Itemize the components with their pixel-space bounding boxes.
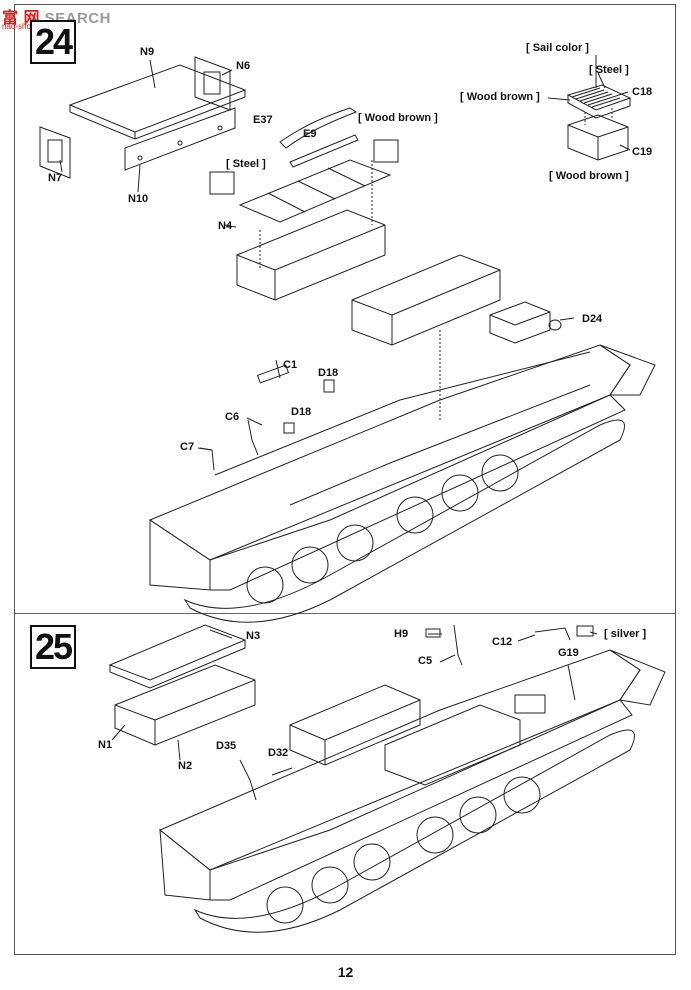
part-d18-upper: [323, 379, 335, 393]
step-24-number: 24: [30, 20, 76, 64]
part-c6: [247, 419, 259, 456]
hull-glacis: [599, 344, 656, 396]
road-wheel: [246, 566, 284, 604]
label-n9: N9: [140, 46, 155, 58]
detail-box-right: [373, 139, 399, 163]
part-d35: [239, 759, 257, 801]
box-n4-assembly: [209, 107, 399, 301]
road-wheel: [416, 816, 454, 854]
label-c7: C7: [180, 441, 195, 453]
stowage-box-right-25: [384, 704, 521, 786]
part-d18: [283, 422, 295, 434]
hull-deck: [148, 344, 631, 561]
part-c19-box: [567, 114, 629, 161]
label-n3: N3: [246, 630, 261, 642]
part-d24: [548, 319, 562, 331]
small-box-25: [514, 694, 546, 714]
road-wheel: [291, 546, 329, 584]
label-c18: C18: [632, 86, 653, 98]
part-c5: [453, 624, 463, 666]
label-n10: N10: [128, 193, 149, 205]
part-c12: [534, 627, 571, 641]
stowage-box-large: [351, 254, 501, 346]
box-n1-n3: [108, 624, 256, 761]
label-n1: N1: [98, 739, 113, 751]
part-e37: [279, 107, 358, 149]
label-d18-b: D18: [291, 406, 312, 418]
stowage-box-step25: [289, 684, 421, 766]
vehicle-hull-step25: [159, 624, 666, 933]
road-wheel: [481, 454, 519, 492]
label-c12: C12: [492, 636, 513, 648]
road-wheel: [266, 886, 304, 924]
part-c1: [256, 364, 290, 384]
road-wheel: [353, 843, 391, 881]
part-d32: [271, 767, 293, 776]
label-n2: N2: [178, 760, 193, 772]
detail-box-left: [209, 171, 235, 195]
road-wheel: [459, 796, 497, 834]
label-silver: [ silver ]: [604, 628, 647, 640]
box-c18-c19: [547, 55, 632, 161]
label-n7: N7: [48, 172, 63, 184]
part-n1-box: [114, 664, 256, 746]
label-d35: D35: [216, 740, 237, 752]
road-wheel: [311, 866, 349, 904]
part-n3-lid: [108, 624, 247, 681]
label-c1: C1: [283, 359, 298, 371]
hull-side-25: [209, 699, 633, 901]
hull-glacis-25: [609, 649, 666, 706]
step-25-number: 25: [30, 625, 76, 669]
part-h9: [425, 628, 441, 638]
page-number: 12: [337, 964, 354, 980]
label-wood-brown-1: [ Wood brown ]: [358, 112, 438, 124]
box-parts-n: [39, 56, 247, 193]
watermark-url: nao-shop.com: [2, 22, 53, 31]
label-c19: C19: [632, 146, 653, 158]
label-d24: D24: [582, 313, 603, 325]
step-divider: [14, 613, 676, 614]
label-n6: N6: [236, 60, 251, 72]
label-e37: E37: [253, 114, 273, 126]
label-steel-1: [ Steel ]: [226, 158, 266, 170]
part-n7-panel: [39, 126, 71, 179]
label-c6: C6: [225, 411, 240, 423]
hull-deck-25: [159, 649, 641, 871]
label-e9: E9: [303, 128, 317, 140]
label-h9: H9: [394, 628, 409, 640]
part-n10-side: [124, 107, 236, 171]
track-25: [193, 729, 635, 933]
part-c7: [199, 447, 215, 471]
hull-side: [209, 394, 626, 591]
hull-front-plate: [149, 519, 211, 591]
part-g19: [567, 664, 576, 701]
label-n4: N4: [218, 220, 233, 232]
label-d18-a: D18: [318, 367, 339, 379]
label-g19: G19: [558, 647, 579, 659]
road-wheel: [396, 496, 434, 534]
label-c5: C5: [418, 655, 433, 667]
part-n9-lid: [68, 64, 247, 133]
label-d32: D32: [268, 747, 289, 759]
box-small-d24: [489, 301, 551, 344]
page-frame: [14, 4, 676, 955]
road-wheel: [503, 776, 541, 814]
label-wood-brown-2: [ Wood brown ]: [460, 91, 540, 103]
part-silver: [576, 625, 594, 637]
label-sail-color: [ Sail color ]: [526, 42, 589, 54]
label-wood-brown-3: [ Wood brown ]: [549, 170, 629, 182]
track: [183, 419, 625, 623]
part-n4-lid: [238, 159, 392, 223]
part-e9: [289, 134, 359, 168]
part-n4-box: [236, 209, 386, 301]
vehicle-hull-step24: [148, 254, 656, 623]
road-wheel: [336, 524, 374, 562]
label-steel-2: [ Steel ]: [589, 64, 629, 76]
road-wheel: [441, 474, 479, 512]
hull-front-plate-25: [159, 828, 211, 901]
